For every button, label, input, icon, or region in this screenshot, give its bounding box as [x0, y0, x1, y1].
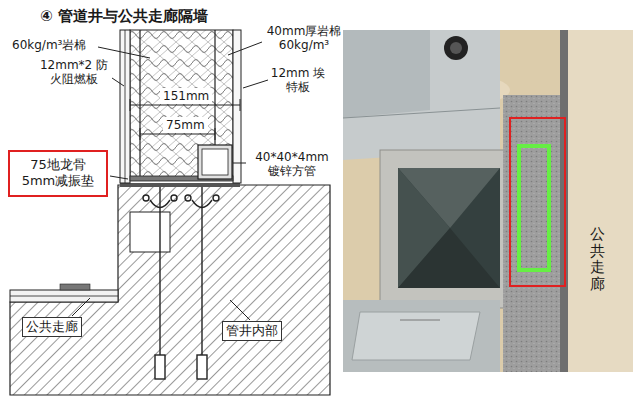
diagram-title: ④ 管道井与公共走廊隔墙: [40, 7, 208, 25]
part-label: 40*40*4mm 镀锌方管: [250, 150, 334, 179]
part-label: 60kg/m³岩棉: [12, 38, 102, 52]
section-drawing: [10, 30, 330, 395]
part-label: 40mm厚岩棉 60kg/m³: [262, 24, 346, 53]
dimension-label: 公共走廊: [22, 317, 82, 337]
dimension-label: 151mm: [160, 88, 212, 104]
part-label: 12mm 埃特板: [270, 66, 326, 95]
node-text: 75地龙骨 5mm减振垫: [15, 157, 101, 190]
dimension-label: 管井内部: [222, 321, 282, 341]
highlight-box: 75地龙骨 5mm减振垫: [8, 150, 108, 197]
area-label: 公共走廊: [590, 226, 605, 292]
part-label: 12mm*2 防火阻燃板: [36, 58, 112, 87]
render-view: [343, 30, 633, 372]
dimension-label: 75mm: [163, 117, 208, 133]
